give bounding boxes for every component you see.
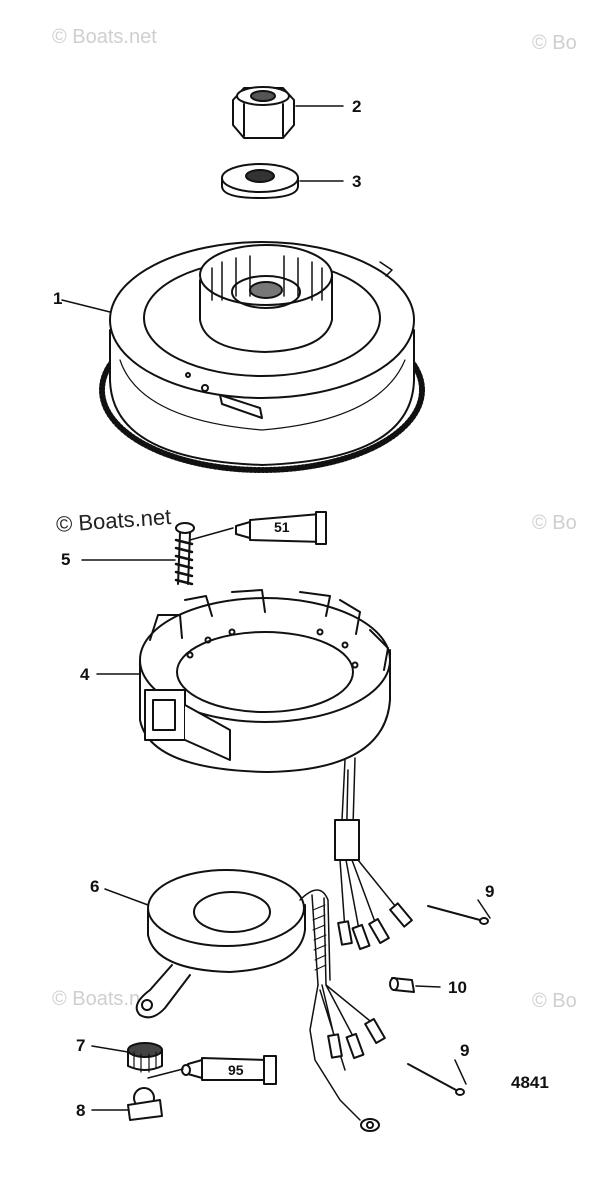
watermark-top-left: © Boats.net bbox=[52, 26, 157, 48]
callout-4: 4 bbox=[80, 665, 90, 684]
pin-part-9-upper bbox=[427, 905, 489, 925]
callout-10: 10 bbox=[448, 978, 467, 997]
sealant-tube-51 bbox=[235, 511, 327, 545]
callout-1: 1 bbox=[53, 289, 63, 308]
screw-part-5 bbox=[174, 522, 195, 586]
tube-label-95: 95 bbox=[228, 1062, 244, 1078]
callout-7: 7 bbox=[76, 1036, 86, 1055]
figure-number: 4841 bbox=[511, 1073, 549, 1092]
watermark-top-right: © Bo bbox=[532, 32, 577, 54]
callout-9-lower: 9 bbox=[460, 1041, 470, 1060]
sealant-tube-95 bbox=[181, 1055, 277, 1085]
callout-6: 6 bbox=[90, 877, 100, 896]
stator-part-4 bbox=[139, 589, 413, 951]
connector-part-10 bbox=[389, 977, 415, 993]
callout-3: 3 bbox=[352, 172, 362, 191]
watermark-low-left: © Boats.net bbox=[52, 988, 157, 1010]
watermark-low-right: © Bo bbox=[532, 990, 577, 1012]
nut-part-2 bbox=[232, 86, 295, 139]
pin-part-9-lower bbox=[407, 1063, 465, 1096]
tube-label-51: 51 bbox=[274, 519, 290, 535]
callout-2: 2 bbox=[352, 97, 362, 116]
callout-9-upper: 9 bbox=[485, 882, 495, 901]
watermark-mid-right: © Bo bbox=[532, 512, 577, 534]
clamp-part-8 bbox=[127, 1087, 163, 1121]
washer-part-3 bbox=[221, 163, 299, 199]
callout-8: 8 bbox=[76, 1101, 86, 1120]
callout-5: 5 bbox=[61, 550, 71, 569]
trigger-coil-part-6 bbox=[135, 869, 386, 1132]
flywheel-part-1 bbox=[99, 241, 425, 473]
bushing-part-7 bbox=[127, 1042, 163, 1073]
